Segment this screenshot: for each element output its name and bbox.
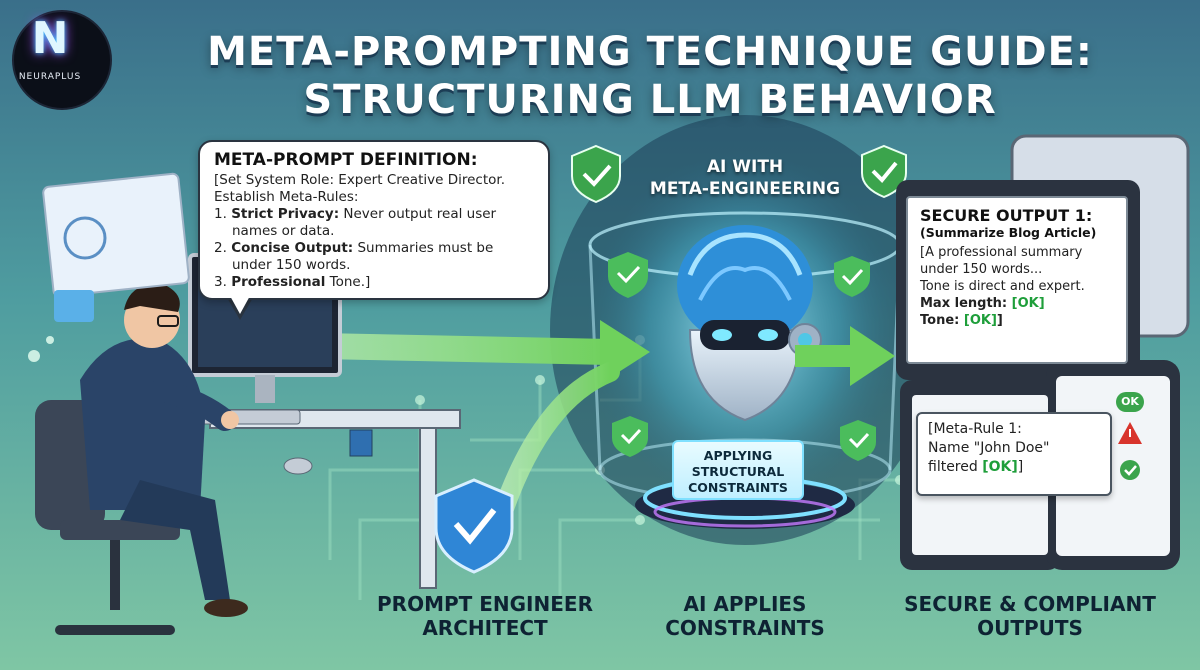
filter-line: Name "John Doe" — [928, 440, 1050, 456]
page-title: META-PROMPTING TECHNIQUE GUIDE: STRUCTUR… — [120, 28, 1180, 124]
output-title: SECURE OUTPUT 1: — [920, 206, 1093, 225]
caption-line: AI APPLIES — [683, 592, 807, 616]
title-line-1: META-PROMPTING TECHNIQUE GUIDE: — [207, 29, 1093, 75]
caption-prompt-engineer: PROMPT ENGINEER ARCHITECT — [340, 592, 630, 640]
title-line-2: STRUCTURING LLM BEHAVIOR — [303, 77, 997, 123]
secure-output-panel: SECURE OUTPUT 1: (Summarize Blog Article… — [906, 196, 1128, 364]
caption-line: CONSTRAINTS — [665, 616, 825, 640]
definition-line: [Set System Role: Expert Creative Direct… — [214, 172, 505, 188]
ok-badge: [OK] — [1011, 296, 1045, 311]
ok-badge: [OK] — [963, 313, 997, 328]
filter-line: filtered [OK]] — [928, 458, 1100, 477]
rule-1-text: Never output real user — [339, 206, 497, 222]
tone-label: Tone: — [920, 313, 964, 328]
output-line: under 150 words... — [920, 262, 1043, 277]
ai-meta-engineering-label: AI WITH META-ENGINEERING — [620, 156, 870, 200]
max-length-check: Max length: [OK] — [920, 295, 1114, 312]
rule-number: 2. — [214, 240, 227, 256]
rule-2-bold: Concise Output: — [231, 240, 354, 256]
browser-window-illustration — [28, 172, 190, 362]
filter-text: filtered — [928, 459, 983, 475]
tone-end: ] — [996, 313, 1003, 328]
constraint-line-3: CONSTRAINTS — [688, 480, 788, 495]
rule-2-text: Summaries must be — [353, 240, 494, 256]
ai-label-line-2: META-ENGINEERING — [649, 179, 841, 199]
caption-line: OUTPUTS — [977, 616, 1083, 640]
rule-1: 1. Strict Privacy: Never output real use… — [214, 206, 534, 223]
meta-prompt-definition: META-PROMPT DEFINITION: [Set System Role… — [198, 140, 550, 300]
definition-title: META-PROMPT DEFINITION: — [214, 150, 478, 170]
tone-check: Tone: [OK]] — [920, 312, 1114, 329]
rule-1-cont: names or data. — [232, 223, 335, 239]
rule-2: 2. Concise Output: Summaries must be — [214, 240, 534, 257]
shield-icons — [434, 144, 907, 574]
logo-mark: N — [31, 13, 69, 64]
output-subtitle: (Summarize Blog Article) — [920, 225, 1097, 240]
caption-line: SECURE & COMPLIANT — [904, 592, 1156, 616]
filter-line: [Meta-Rule 1: — [928, 421, 1022, 437]
caption-secure-outputs: SECURE & COMPLIANT OUTPUTS — [880, 592, 1180, 640]
definition-line: Establish Meta-Rules: — [214, 189, 359, 205]
neuraplus-logo — [12, 10, 112, 110]
caption-ai-applies: AI APPLIES CONSTRAINTS — [640, 592, 850, 640]
rule-3: 3. Professional Tone.] — [214, 274, 534, 291]
max-length-label: Max length: — [920, 296, 1012, 311]
rule-number: 3. — [214, 274, 227, 290]
filter-end: ] — [1017, 459, 1024, 475]
output-line: [A professional summary — [920, 245, 1083, 260]
output-line: Tone is direct and expert. — [920, 279, 1085, 294]
caption-line: PROMPT ENGINEER — [377, 592, 593, 616]
constraint-line-2: STRUCTURAL — [691, 464, 785, 479]
rule-2-cont: under 150 words. — [232, 257, 351, 273]
ai-label-line-1: AI WITH — [706, 157, 784, 177]
applying-constraints-label: APPLYING STRUCTURAL CONSTRAINTS — [672, 440, 804, 500]
caption-line: ARCHITECT — [422, 616, 548, 640]
bubble-tail-inner — [229, 294, 251, 314]
meta-rule-filter-note: [Meta-Rule 1: Name "John Doe" filtered [… — [916, 412, 1112, 496]
ok-badge: [OK] — [982, 459, 1018, 475]
phone-ok-badge: OK — [1116, 392, 1144, 412]
rule-3-bold: Professional — [231, 274, 326, 290]
logo-text: NEURAPLUS — [18, 72, 82, 82]
rule-number: 1. — [214, 206, 227, 222]
rule-1-bold: Strict Privacy: — [231, 206, 340, 222]
constraint-line-1: APPLYING — [703, 448, 773, 463]
funnel-icon — [1062, 436, 1102, 478]
rule-3-text: Tone.] — [325, 274, 371, 290]
